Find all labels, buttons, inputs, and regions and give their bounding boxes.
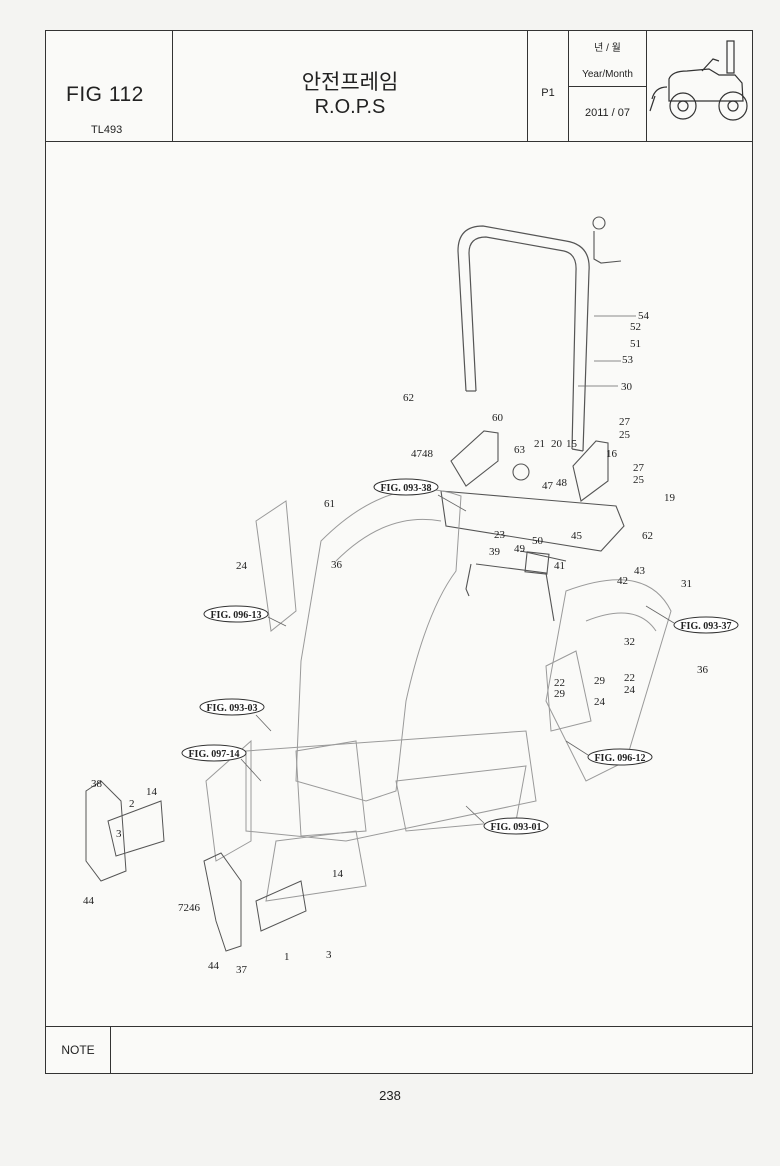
- figure-reference-label: FIG. 096-12: [594, 753, 645, 764]
- figure-reference-label: FIG. 093-38: [380, 483, 431, 494]
- callout-label: 16: [606, 448, 618, 460]
- callout-label: 44: [208, 960, 220, 972]
- callout-label: 14: [332, 868, 344, 880]
- callout-label: 24: [236, 560, 248, 572]
- model-number: TL493: [91, 124, 123, 136]
- callout-label: 50: [532, 535, 544, 547]
- rops-frame: [457, 225, 590, 452]
- date-cell: 년 / 월 Year/Month 2011 / 07: [569, 31, 647, 141]
- figure-reference-label: FIG. 093-37: [680, 621, 731, 632]
- title-cell: 안전프레임 R.O.P.S: [173, 31, 528, 141]
- callout-label: 39: [489, 546, 501, 558]
- figure-reference-label: FIG. 093-03: [206, 703, 257, 714]
- callout-label: 36: [331, 559, 343, 571]
- tractor-icon: [649, 40, 748, 121]
- figure-reference: FIG. 096-12: [587, 748, 653, 766]
- callout-label: 25: [619, 429, 631, 441]
- callout-label: 41: [554, 560, 565, 572]
- callout-label: 1: [284, 951, 290, 963]
- callout-label: 49: [514, 543, 526, 555]
- callout-label: 37: [236, 964, 248, 976]
- callout-label: 15: [566, 438, 578, 450]
- date-label-box: 년 / 월 Year/Month: [569, 31, 646, 87]
- callout-label: 22: [624, 672, 635, 684]
- callout-label: 27: [633, 462, 645, 474]
- fender-supports: [85, 780, 307, 952]
- callout-label: 53: [622, 354, 634, 366]
- note-label: NOTE: [46, 1027, 111, 1074]
- figure-references: FIG. 093-38 FIG. 096-13 FIG. 093-03 FIG.…: [181, 478, 739, 835]
- figure-reference: FIG. 093-37: [673, 616, 739, 634]
- callout-label: 32: [624, 636, 635, 648]
- figure-reference-label: FIG. 096-13: [210, 610, 261, 621]
- date-value: 2011 / 07: [584, 107, 631, 119]
- callout-label: 21: [534, 438, 545, 450]
- callout-label: 20: [551, 438, 563, 450]
- callout-label: 38: [91, 778, 103, 790]
- page-number: 238: [379, 1088, 401, 1103]
- logo-cell: [647, 31, 754, 141]
- date-label-korean: 년 / 월: [594, 43, 621, 54]
- exploded-parts-diagram: 54 52 51 53 30 27 25 62 60 4748 63 21 20…: [46, 141, 754, 1026]
- callout-label: 24: [594, 696, 606, 708]
- figure-reference: FIG. 093-01: [483, 817, 549, 835]
- callout-label: 42: [617, 575, 628, 587]
- title-block: FIG 112 TL493 안전프레임 R.O.P.S P1 년 / 월 Yea…: [46, 31, 752, 142]
- callout-label: 63: [514, 444, 526, 456]
- callout-label: 23: [494, 529, 506, 541]
- figure-number: FIG 112: [66, 83, 144, 106]
- page-code: P1: [541, 87, 555, 99]
- callout-label: 27: [619, 416, 631, 428]
- callout-label: 29: [594, 675, 606, 687]
- callout-label: 47: [542, 480, 554, 492]
- leader-lines: [240, 315, 675, 824]
- callout-label: 48: [556, 477, 568, 489]
- note-row: NOTE: [46, 1026, 752, 1074]
- figure-reference: FIG. 093-38: [373, 478, 439, 496]
- callout-label: 45: [571, 530, 583, 542]
- callout-label: 44: [83, 895, 95, 907]
- callout-label: 62: [403, 392, 414, 404]
- title-korean: 안전프레임: [301, 71, 399, 94]
- callout-label: 43: [634, 565, 646, 577]
- callout-label: 19: [664, 492, 676, 504]
- callout-label: 30: [621, 381, 633, 393]
- figure-reference: FIG. 096-13: [203, 605, 269, 623]
- title-english: R.O.P.S: [314, 96, 386, 118]
- callout-label: 22: [554, 677, 565, 689]
- drawing-sheet: FIG 112 TL493 안전프레임 R.O.P.S P1 년 / 월 Yea…: [45, 30, 753, 1074]
- callout-label: 3: [116, 828, 122, 840]
- callout-label: 24: [624, 684, 636, 696]
- callout-label: 7246: [178, 902, 201, 914]
- page-code-cell: P1: [528, 31, 569, 141]
- figure-cell: FIG 112 TL493: [46, 31, 173, 141]
- figure-reference-label: FIG. 097-14: [188, 749, 239, 760]
- callout-label: 61: [324, 498, 335, 510]
- callout-label: 2: [129, 798, 135, 810]
- figure-reference: FIG. 093-03: [199, 698, 265, 716]
- figure-reference: FIG. 097-14: [181, 744, 247, 762]
- figure-reference-label: FIG. 093-01: [490, 822, 541, 833]
- callout-label: 51: [630, 338, 641, 350]
- callout-label: 3: [326, 949, 332, 961]
- callout-label: 52: [630, 321, 641, 333]
- callout-label: 36: [697, 664, 709, 676]
- callout-label: 62: [642, 530, 653, 542]
- callout-label: 4748: [411, 448, 434, 460]
- part-callouts: 54 52 51 53 30 27 25 62 60 4748 63 21 20…: [83, 310, 709, 976]
- callout-label: 31: [681, 578, 692, 590]
- callout-label: 25: [633, 474, 645, 486]
- callout-label: 29: [554, 688, 566, 700]
- callout-label: 14: [146, 786, 158, 798]
- callout-label: 54: [638, 310, 650, 322]
- date-label-english: Year/Month: [582, 69, 633, 80]
- mounting-brackets: [440, 216, 625, 622]
- callout-label: 60: [492, 412, 504, 424]
